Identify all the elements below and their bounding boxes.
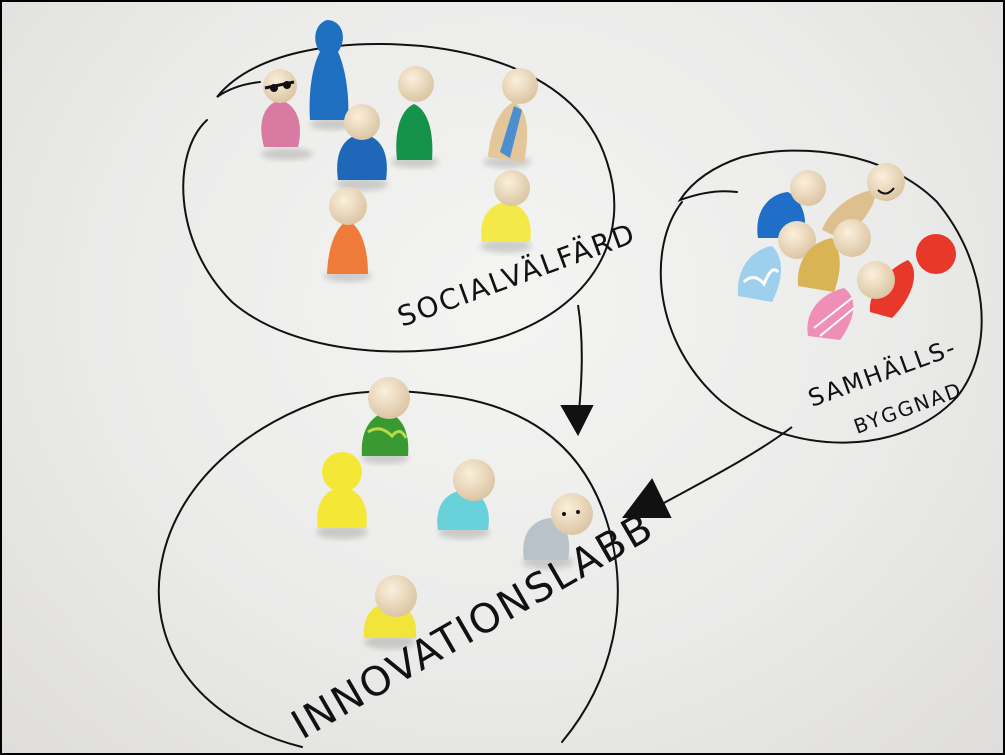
arrow-samhalls-to-lab (661, 426, 793, 505)
figure-blue-tall (309, 20, 354, 130)
figure-green-patterned (361, 377, 410, 464)
arrowhead-down (560, 405, 594, 437)
figure-blue-center (336, 104, 388, 191)
figure-wood-striped (483, 68, 538, 168)
samhalls-circle (659, 149, 983, 444)
figure-pink-glasses (261, 69, 313, 160)
figure-yellow-left (316, 452, 368, 539)
label-innovationslabb: INNOVATIONSLABB (284, 504, 662, 749)
arrows (560, 304, 793, 518)
figure-lightblue-pattern (737, 221, 816, 302)
figure-blue-right (757, 170, 826, 238)
figure-gold (797, 219, 871, 292)
figure-green (391, 66, 439, 168)
figure-yellow-bottom (363, 575, 417, 649)
arrow-social-to-lab (577, 304, 583, 423)
figure-turquoise (437, 459, 495, 539)
figure-orange (324, 187, 372, 282)
innovation-circle (157, 393, 619, 748)
figure-grey (522, 493, 593, 569)
arrowhead-left (621, 478, 672, 518)
figure-wood-smile (822, 163, 905, 240)
social-circle (182, 43, 616, 353)
figure-yellow-social (480, 170, 532, 253)
figure-pink-striped (807, 261, 895, 340)
